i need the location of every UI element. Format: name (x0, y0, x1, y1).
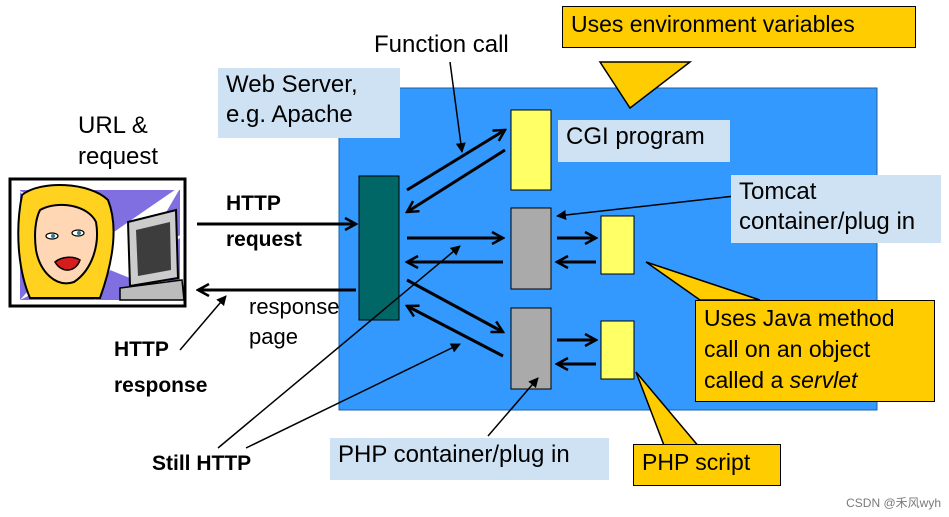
url-request-label: URL & request (78, 110, 158, 172)
servlet-line1: Uses Java method (704, 305, 895, 331)
url-request-line1: URL & (78, 112, 148, 139)
tomcat-pointer (556, 195, 736, 220)
php-container-tag: PHP container/plug in (330, 438, 609, 480)
http-response-label: HTTP response (114, 332, 207, 404)
cgi-program-box (510, 109, 552, 191)
server-to-php-arrow (406, 278, 503, 334)
tomcat-line1: Tomcat (739, 178, 817, 205)
http-request-label: HTTP request (226, 186, 302, 258)
url-request-line2: request (78, 143, 159, 170)
tomcat-container-box (510, 207, 552, 290)
php-container-box (510, 307, 552, 390)
tomcat-line2: container/plug in (739, 208, 916, 235)
still-http-label: Still HTTP (152, 452, 252, 475)
http-response-label-pointer (179, 295, 227, 351)
function-call-label: Function call (374, 31, 509, 58)
http-request-line1: HTTP (226, 192, 281, 215)
php-script-box (600, 320, 635, 380)
server-bar (358, 175, 400, 321)
watermark: CSDN @禾风wyh (846, 496, 941, 510)
servlet-line3-prefix: called a (704, 367, 790, 393)
php-to-server-arrow (407, 306, 504, 358)
http-response-line2: response (114, 374, 208, 397)
cgi-to-server-arrow (407, 148, 506, 212)
servlet-box (600, 215, 635, 275)
still-http-pointer-2 (245, 343, 461, 449)
http-request-line2: request (226, 228, 302, 251)
env-vars-callout: Uses environment variables (562, 6, 916, 48)
cgi-program-tag: CGI program (558, 120, 730, 162)
servlet-line3-em: servlet (789, 367, 858, 393)
response-page-label: response page (249, 292, 340, 352)
http-response-line1: HTTP (114, 338, 169, 361)
response-page-line1: response (249, 294, 340, 319)
web-server-line1: Web Server, (226, 71, 358, 98)
function-call-pointer (449, 61, 466, 153)
servlet-callout: Uses Java method call on an object calle… (695, 300, 935, 402)
tomcat-tag: Tomcat container/plug in (731, 175, 941, 243)
web-server-line2: e.g. Apache (226, 101, 353, 128)
env-vars-callout-pointer (598, 61, 693, 110)
php-container-pointer (487, 377, 539, 437)
server-to-cgi-arrow (406, 130, 505, 192)
servlet-line2: call on an object (704, 336, 871, 362)
response-page-line2: page (249, 324, 298, 349)
woman-at-computer-icon (8, 177, 187, 308)
web-server-tag: Web Server, e.g. Apache (218, 68, 400, 138)
servlet-line3: called a servlet (704, 365, 926, 396)
still-http-pointer-1 (217, 245, 461, 449)
php-script-callout: PHP script (633, 444, 781, 486)
